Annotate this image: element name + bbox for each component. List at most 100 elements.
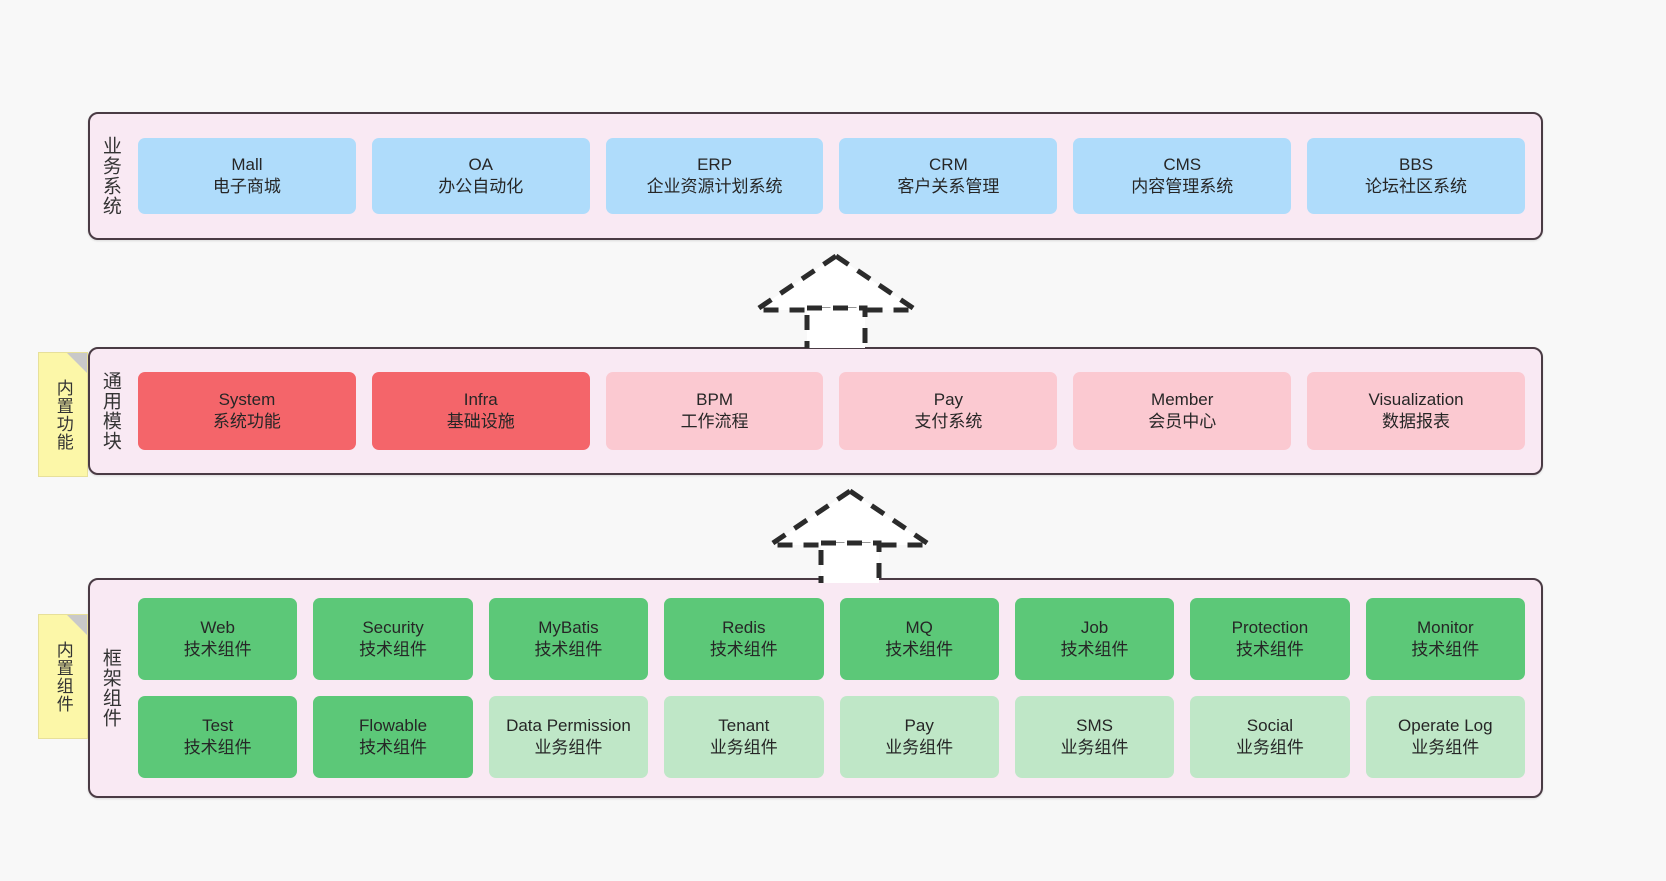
card-title: Job — [1080, 617, 1109, 637]
build-arrow — [752, 252, 920, 348]
card-subtitle: 企业资源计划系统 — [646, 177, 783, 196]
card-subtitle: 技术组件 — [183, 738, 252, 757]
card-subtitle: 会员中心 — [1148, 412, 1217, 431]
card-subtitle: 电子商城 — [212, 177, 281, 196]
card-title: ERP — [697, 154, 733, 174]
card-title: Visualization — [1368, 389, 1464, 409]
framework-layer-title: 框架组件 — [99, 648, 121, 728]
note-text: 内置组件 — [53, 640, 73, 713]
card-title: Security — [362, 617, 424, 637]
card-subtitle: 系统功能 — [212, 412, 281, 431]
note-text: 内置功能 — [53, 378, 73, 451]
module-card-bpm[interactable]: BPM 工作流程 — [605, 372, 824, 450]
card-subtitle: 业务组件 — [1411, 738, 1480, 757]
framework-card-monitor[interactable]: Monitor 技术组件 — [1365, 598, 1525, 680]
card-title: SMS — [1076, 715, 1113, 735]
card-subtitle: 技术组件 — [534, 640, 603, 659]
card-subtitle: 技术组件 — [359, 640, 428, 659]
framework-card-sms[interactable]: SMS 业务组件 — [1014, 696, 1175, 778]
card-subtitle: 技术组件 — [1235, 640, 1304, 659]
module-card-visualization[interactable]: Visualization 数据报表 — [1307, 372, 1525, 450]
business-card-crm[interactable]: CRM 客户关系管理 — [839, 138, 1058, 214]
card-subtitle: 业务组件 — [1235, 738, 1304, 757]
implement-arrow — [766, 487, 934, 583]
common-modules-layer: 通用模块 System 系统功能 Infra 基础设施 BPM 工作流程 Pay… — [88, 347, 1543, 475]
business-card-erp[interactable]: ERP 企业资源计划系统 — [605, 138, 824, 214]
card-title: Web — [200, 617, 236, 637]
card-title: Infra — [463, 389, 498, 409]
framework-card-social[interactable]: Social 业务组件 — [1190, 696, 1350, 778]
card-title: Protection — [1231, 617, 1309, 637]
card-title: Data Permission — [506, 715, 631, 735]
framework-layer-body: Web 技术组件 Security 技术组件 MyBatis 技术组件 Redi… — [130, 580, 1541, 796]
card-subtitle: 办公自动化 — [438, 177, 524, 196]
business-card-oa[interactable]: OA 办公自动化 — [371, 138, 590, 214]
card-title: OA — [468, 154, 494, 174]
note-built-in-components: 内置组件 — [38, 614, 88, 739]
card-subtitle: 工作流程 — [680, 412, 749, 431]
module-card-member[interactable]: Member 会员中心 — [1073, 372, 1292, 450]
business-layer-title: 业务系统 — [99, 136, 121, 216]
framework-card-operate-log[interactable]: Operate Log 业务组件 — [1365, 696, 1525, 778]
card-title: MyBatis — [538, 617, 599, 637]
card-subtitle: 论坛社区系统 — [1365, 177, 1468, 196]
module-card-infra[interactable]: Infra 基础设施 — [371, 372, 590, 450]
card-title: Member — [1151, 389, 1214, 409]
business-card-cms[interactable]: CMS 内容管理系统 — [1073, 138, 1292, 214]
card-subtitle: 支付系统 — [914, 412, 983, 431]
framework-card-protection[interactable]: Protection 技术组件 — [1190, 598, 1350, 680]
modules-layer-body: System 系统功能 Infra 基础设施 BPM 工作流程 Pay 支付系统… — [130, 349, 1541, 473]
business-card-mall[interactable]: Mall 电子商城 — [138, 138, 356, 214]
card-title: Monitor — [1416, 617, 1474, 637]
card-title: CRM — [929, 154, 968, 174]
card-subtitle: 基础设施 — [446, 412, 515, 431]
modules-row: System 系统功能 Infra 基础设施 BPM 工作流程 Pay 支付系统… — [138, 372, 1525, 450]
card-title: Flowable — [359, 715, 428, 735]
card-subtitle: 技术组件 — [1411, 640, 1480, 659]
framework-components-layer: 框架组件 Web 技术组件 Security 技术组件 MyBatis 技术组件… — [88, 578, 1543, 798]
framework-card-pay[interactable]: Pay 业务组件 — [839, 696, 999, 778]
implement-arrow-shaft-icon — [818, 540, 882, 583]
framework-card-redis[interactable]: Redis 技术组件 — [664, 598, 824, 680]
card-title: BBS — [1399, 154, 1434, 174]
card-title: Mall — [231, 154, 263, 174]
card-subtitle: 内容管理系统 — [1131, 177, 1234, 196]
card-subtitle: 业务组件 — [885, 738, 954, 757]
framework-card-job[interactable]: Job 技术组件 — [1014, 598, 1175, 680]
framework-card-mq[interactable]: MQ 技术组件 — [839, 598, 999, 680]
note-built-in-functions: 内置功能 — [38, 352, 88, 477]
card-subtitle: 数据报表 — [1382, 412, 1451, 431]
card-title: Tenant — [718, 715, 770, 735]
framework-card-security[interactable]: Security 技术组件 — [313, 598, 473, 680]
card-title: Operate Log — [1398, 715, 1493, 735]
card-title: Pay — [904, 715, 934, 735]
business-row: Mall 电子商城 OA 办公自动化 ERP 企业资源计划系统 CRM 客户关系… — [138, 138, 1525, 214]
card-subtitle: 技术组件 — [183, 640, 252, 659]
card-title: CMS — [1163, 154, 1202, 174]
framework-card-tenant[interactable]: Tenant 业务组件 — [664, 696, 824, 778]
card-title: Social — [1246, 715, 1294, 735]
implement-arrow-head-icon — [766, 487, 934, 548]
build-arrow-head-icon — [752, 252, 920, 313]
card-title: Redis — [722, 617, 766, 637]
card-title: System — [218, 389, 276, 409]
card-title: MQ — [905, 617, 933, 637]
framework-card-web[interactable]: Web 技术组件 — [138, 598, 298, 680]
framework-card-test[interactable]: Test 技术组件 — [138, 696, 298, 778]
framework-card-mybatis[interactable]: MyBatis 技术组件 — [488, 598, 649, 680]
card-subtitle: 业务组件 — [1060, 738, 1129, 757]
module-card-pay[interactable]: Pay 支付系统 — [839, 372, 1058, 450]
framework-row-tech: Web 技术组件 Security 技术组件 MyBatis 技术组件 Redi… — [138, 598, 1525, 680]
card-title: BPM — [696, 389, 733, 409]
module-card-system[interactable]: System 系统功能 — [138, 372, 356, 450]
business-system-layer: 业务系统 Mall 电子商城 OA 办公自动化 ERP 企业资源计划系统 CRM… — [88, 112, 1543, 240]
build-arrow-shaft-icon — [804, 305, 868, 348]
framework-card-flowable[interactable]: Flowable 技术组件 — [313, 696, 473, 778]
card-subtitle: 技术组件 — [709, 640, 778, 659]
modules-layer-title: 通用模块 — [99, 371, 121, 451]
business-layer-body: Mall 电子商城 OA 办公自动化 ERP 企业资源计划系统 CRM 客户关系… — [130, 114, 1541, 238]
business-card-bbs[interactable]: BBS 论坛社区系统 — [1307, 138, 1525, 214]
card-subtitle: 业务组件 — [534, 738, 603, 757]
card-title: Test — [202, 715, 234, 735]
framework-card-data-permission[interactable]: Data Permission 业务组件 — [488, 696, 649, 778]
